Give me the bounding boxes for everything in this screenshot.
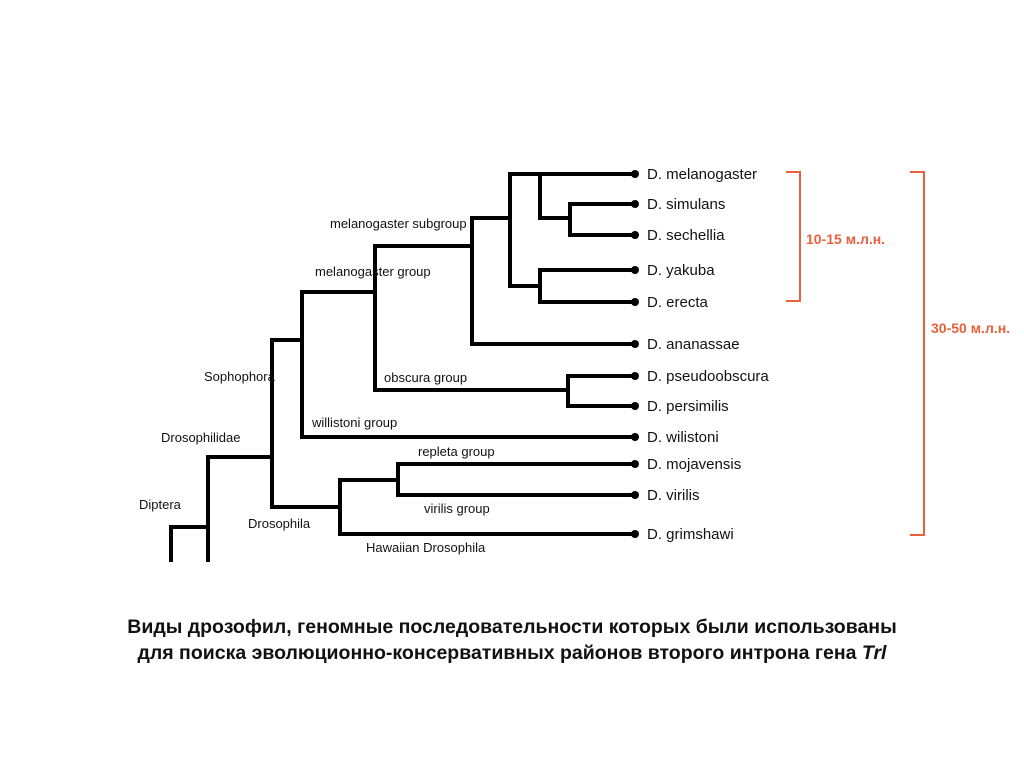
clade-label-repleta-group: repleta group xyxy=(418,444,495,459)
species-label-erecta: D. erecta xyxy=(647,294,709,311)
branch-yakuba xyxy=(538,268,634,288)
branch-mojavensis xyxy=(396,462,634,482)
branch-hawaiian xyxy=(338,505,634,536)
branch-simulans xyxy=(568,202,634,220)
leaf-dot xyxy=(631,266,639,274)
branch-willistoni xyxy=(300,338,634,439)
caption-line-2-text: для поиска эволюционно-консервативных ра… xyxy=(137,642,862,664)
branch-yak-ere xyxy=(508,216,542,288)
bracket-30-50 xyxy=(910,171,925,536)
leaf-dot xyxy=(631,530,639,538)
branch-obscura-group xyxy=(373,290,570,392)
species-label-persimilis: D. persimilis xyxy=(647,398,729,415)
leaf-dot xyxy=(631,460,639,468)
branch-melanogaster-obscura xyxy=(300,290,377,342)
branch-erecta xyxy=(538,284,634,304)
clade-label-drosophilidae: Drosophilidae xyxy=(161,430,241,445)
species-label-melanogaster: D. melanogaster xyxy=(647,166,757,183)
bracket-10-15 xyxy=(786,171,801,302)
branch-persimilis xyxy=(566,388,634,408)
branch-drosophila-stem xyxy=(270,455,342,509)
branch-mel-sim-sech xyxy=(508,172,542,220)
species-label-wilistoni: D. wilistoni xyxy=(647,429,719,446)
clade-label-diptera: Diptera xyxy=(139,497,182,512)
species-labels: D. melanogaster D. simulans D. sechellia… xyxy=(647,166,769,543)
caption-gene-name: Trl xyxy=(861,642,887,664)
leaf-dot xyxy=(631,491,639,499)
branch-melanogaster-group xyxy=(373,244,474,294)
clade-label-virilis-group: virilis group xyxy=(424,501,490,516)
branch-pseudoobscura xyxy=(566,374,634,392)
tree-branches xyxy=(169,172,634,562)
species-label-sechellia: D. sechellia xyxy=(647,227,725,244)
branch-melanogaster-subgroup xyxy=(470,216,512,248)
clade-label-melanogaster-group: melanogaster group xyxy=(315,264,431,279)
clade-label-willistoni-group: willistoni group xyxy=(311,415,397,430)
clade-labels: melanogaster subgroup melanogaster group… xyxy=(139,216,495,555)
leaf-dot xyxy=(631,372,639,380)
branch-ananassae xyxy=(470,244,634,346)
branch-repleta-virilis xyxy=(338,478,400,509)
clade-label-obscura-group: obscura group xyxy=(384,370,467,385)
leaf-dot xyxy=(631,433,639,441)
divergence-label-long: 30-50 м.л.н. xyxy=(931,320,1010,336)
clade-label-drosophila: Drosophila xyxy=(248,516,311,531)
clade-label-sophophora: Sophophora xyxy=(204,369,276,384)
leaf-dot xyxy=(631,340,639,348)
leaf-dot xyxy=(631,402,639,410)
leaf-dot xyxy=(631,170,639,178)
leaf-markers xyxy=(631,170,639,538)
species-label-yakuba: D. yakuba xyxy=(647,262,715,279)
species-label-ananassae: D. ananassae xyxy=(647,336,740,353)
divergence-brackets: 10-15 м.л.н. 30-50 м.л.н. xyxy=(786,171,1010,536)
branch-diptera xyxy=(206,455,274,562)
caption-line-1: Виды дрозофил, геномные последовательнос… xyxy=(127,616,897,638)
species-label-mojavensis: D. mojavensis xyxy=(647,456,741,473)
species-label-simulans: D. simulans xyxy=(647,196,725,213)
leaf-dot xyxy=(631,298,639,306)
branch-root-outgroup xyxy=(169,525,210,562)
species-label-grimshawi: D. grimshawi xyxy=(647,526,734,543)
branch-sophophora-stem xyxy=(270,338,304,459)
clade-label-hawaiian-drosophila: Hawaiian Drosophila xyxy=(366,540,486,555)
species-label-pseudoobscura: D. pseudoobscura xyxy=(647,368,769,385)
leaf-dot xyxy=(631,231,639,239)
clade-label-melanogaster-subgroup: melanogaster subgroup xyxy=(330,216,467,231)
figure-caption: Виды дрозофил, геномные последовательнос… xyxy=(0,614,1024,666)
branch-virilis xyxy=(396,478,634,497)
species-label-virilis: D. virilis xyxy=(647,487,700,504)
leaf-dot xyxy=(631,200,639,208)
divergence-label-short: 10-15 м.л.н. xyxy=(806,231,885,247)
branch-sechellia xyxy=(568,216,634,237)
branch-sim-sech-stem xyxy=(538,172,572,220)
caption-line-2: для поиска эволюционно-консервативных ра… xyxy=(0,640,1024,666)
